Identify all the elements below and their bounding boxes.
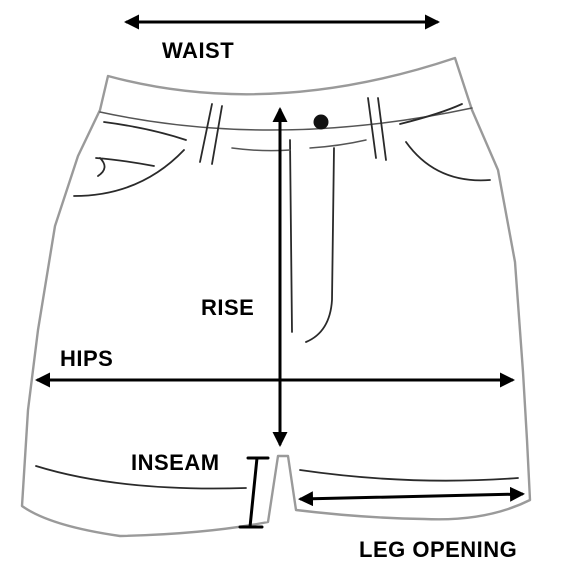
leg-opening-arrow [298,486,525,507]
hips-label: HIPS [60,346,114,371]
belt-loops [199,97,387,165]
pockets [73,103,491,197]
inseam-label: INSEAM [131,450,220,475]
coin-pocket-left [95,157,155,177]
leg-opening-label: LEG OPENING [359,537,518,562]
button-icon [313,114,329,130]
measurement-arrows [35,14,525,529]
left-cuff-line [35,465,247,490]
inseam-marker [238,456,270,529]
front-pocket-right [399,103,491,182]
waist-label: WAIST [162,38,235,63]
belt-loop-left [199,103,223,165]
fly-curve [305,147,335,343]
shorts-outline [20,56,532,538]
right-cuff-line [299,469,519,482]
front-pocket-left [73,121,187,197]
rise-label: RISE [201,295,255,320]
belt-loop-right [367,97,387,161]
inseam-line [248,456,259,529]
fly-left-line [289,139,293,333]
